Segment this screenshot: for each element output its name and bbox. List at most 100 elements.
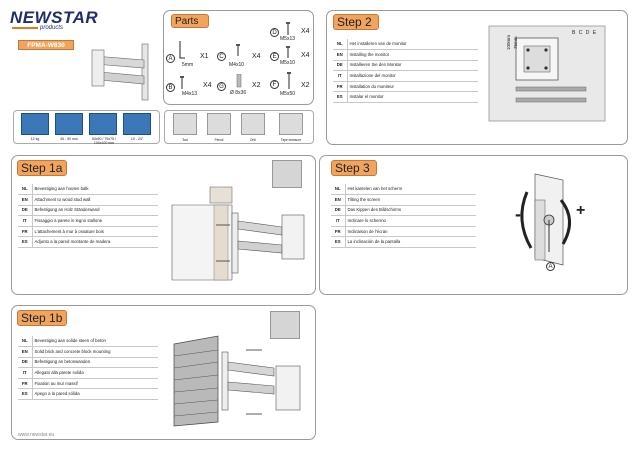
part-e-qty: X4 bbox=[301, 52, 310, 59]
screen-size-icon bbox=[123, 113, 151, 135]
lang-code: NL bbox=[331, 184, 346, 196]
lang-text: Het installeren van de monitor bbox=[347, 39, 478, 51]
lang-code: DE bbox=[333, 60, 348, 72]
lang-code: DE bbox=[331, 205, 346, 217]
lang-code: NL bbox=[18, 336, 33, 348]
lang-text: Fixation au mur massif bbox=[32, 378, 158, 390]
step3-part-a-marker: A bbox=[546, 262, 555, 271]
step3-title: Step 3 bbox=[331, 160, 377, 176]
spec-screen: 10 - 24" bbox=[130, 137, 144, 141]
lang-code: EN bbox=[331, 194, 346, 206]
lang-text: Het kantelen van het scherm bbox=[345, 184, 476, 196]
logo-text: NEWSTAR bbox=[10, 8, 99, 27]
lang-text: Instalar el monitor bbox=[347, 91, 478, 104]
logo-swoosh bbox=[12, 27, 38, 29]
screw-d-icon bbox=[286, 22, 290, 35]
tools-panel bbox=[164, 110, 314, 144]
lang-code: FR bbox=[333, 81, 348, 93]
parts-title-label: Parts bbox=[175, 16, 199, 27]
lang-text: Installieren Sie den Monitor bbox=[347, 60, 478, 72]
lang-text: Apego a la pared sólida bbox=[32, 388, 158, 401]
spec-weight: 12 kg bbox=[30, 137, 40, 141]
lang-code: EN bbox=[18, 194, 33, 206]
lang-text: Allegato alla parete solida bbox=[32, 367, 158, 379]
part-e-size: M5x10 bbox=[280, 60, 296, 66]
lang-code: EN bbox=[333, 49, 348, 61]
lang-text: Installation du moniteur bbox=[347, 81, 478, 93]
part-b-size: M4x13 bbox=[182, 91, 198, 97]
tool-label-tool: Tool bbox=[182, 138, 188, 142]
lang-code: DE bbox=[18, 357, 33, 369]
brick-wall-illustration bbox=[173, 335, 301, 427]
step2-parts-letters: B C D E bbox=[572, 30, 598, 36]
lang-code: IT bbox=[18, 215, 33, 227]
lang-code: ES bbox=[18, 236, 33, 249]
lang-code: ES bbox=[18, 388, 33, 401]
tape-measure-icon bbox=[279, 113, 303, 135]
footer-url: www.newstar.eu bbox=[18, 432, 55, 438]
part-g-size: Ø 8x36 bbox=[230, 90, 247, 96]
hex-key-icon bbox=[179, 41, 185, 59]
lang-text: Inclinare lo schermo bbox=[345, 215, 476, 227]
model-badge: FPMA-W830 bbox=[18, 40, 74, 50]
lang-text: Installazione del monitor bbox=[347, 70, 478, 82]
step1b-title-label: Step 1b bbox=[21, 311, 63, 325]
tilt-plus-label: + bbox=[576, 202, 586, 219]
screw-f-icon bbox=[287, 72, 291, 89]
lang-code: IT bbox=[331, 215, 346, 227]
lang-code: ES bbox=[333, 91, 348, 104]
lang-code: FR bbox=[331, 226, 346, 238]
step2-title: Step 2 bbox=[333, 14, 379, 30]
screw-b-icon bbox=[180, 76, 184, 89]
spec-tilt: 45 - 90 mm bbox=[60, 137, 78, 141]
lang-text: Tilting the screen bbox=[345, 194, 476, 206]
lang-text: Bevestiging aan houten balk bbox=[32, 184, 158, 196]
logo-subtext: products bbox=[40, 25, 64, 31]
lang-code: FR bbox=[18, 378, 33, 390]
part-a-size: 5mm bbox=[182, 62, 194, 68]
lang-text: Fissaggio a parete in legno stallone bbox=[32, 215, 158, 227]
spec-vesa: 50x50 / 75x75 / 100x100 mm bbox=[92, 137, 116, 145]
lang-code: ES bbox=[331, 236, 346, 249]
lang-code: DE bbox=[18, 205, 33, 217]
vesa-icon bbox=[89, 113, 117, 135]
step1b-title: Step 1b bbox=[17, 310, 67, 326]
step2-title-label: Step 2 bbox=[337, 15, 372, 29]
tilt-minus-label: - bbox=[515, 204, 521, 224]
lang-code: FR bbox=[18, 226, 33, 238]
part-c-size: M4x10 bbox=[229, 62, 245, 68]
wood-wall-illustration bbox=[171, 186, 305, 281]
part-d-qty: X4 bbox=[301, 28, 310, 35]
part-d-size: M5x13 bbox=[280, 36, 296, 42]
part-d-marker: D bbox=[270, 28, 279, 37]
dim-75mm-label: 75mm bbox=[513, 36, 518, 49]
part-c-marker: C bbox=[217, 52, 226, 61]
lang-text: Das Kippen des Bildschirms bbox=[345, 205, 476, 217]
step1a-title: Step 1a bbox=[17, 160, 67, 176]
part-b-marker: B bbox=[166, 83, 175, 92]
tilt-illustration bbox=[520, 173, 571, 266]
lang-text: Bevestiging aan solide steen of beton bbox=[32, 336, 158, 348]
lang-text: Inclinaison de l'écran bbox=[345, 226, 476, 238]
wall-plug-icon bbox=[236, 74, 242, 88]
tool-label-drill: Drill bbox=[250, 138, 256, 142]
tool-icon bbox=[173, 113, 197, 135]
part-f-qty: X2 bbox=[301, 82, 310, 89]
product-illustration bbox=[91, 43, 149, 101]
step3-title-label: Step 3 bbox=[335, 161, 370, 175]
